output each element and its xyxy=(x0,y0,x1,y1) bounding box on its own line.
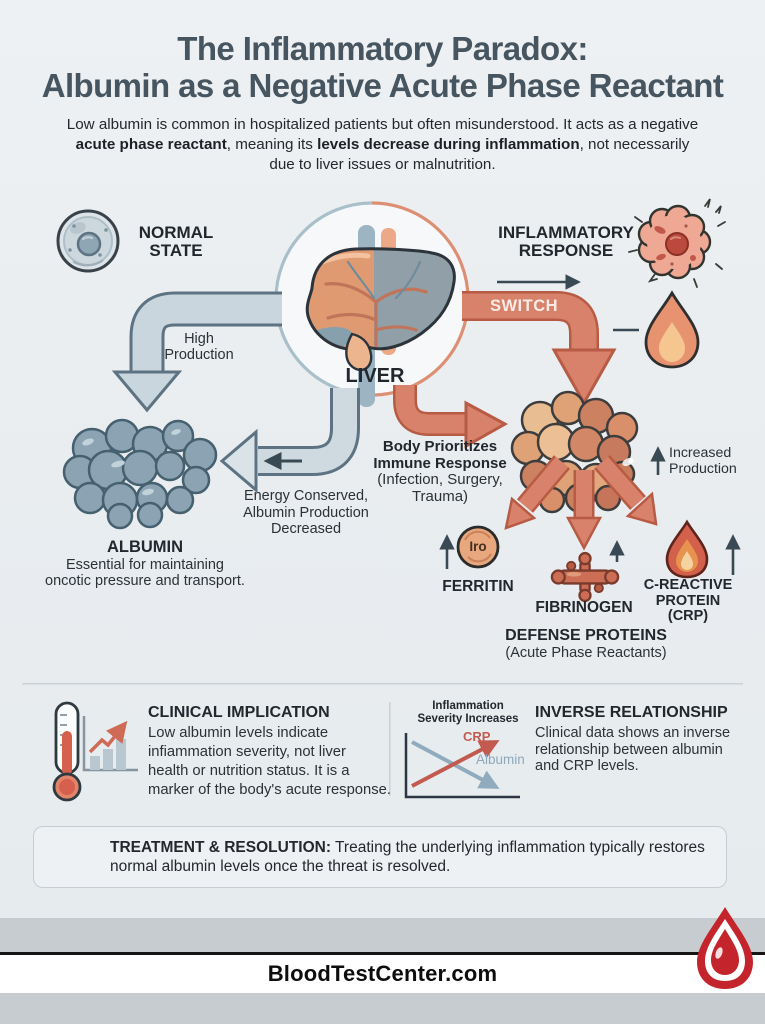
fibrinogen-icon xyxy=(550,551,620,603)
albumin-molecule-icon xyxy=(62,418,218,530)
ferritin-label: FERRITIN xyxy=(442,578,514,595)
albumin-line-label: Albumin xyxy=(476,752,525,767)
intro-text: Low albumin is common in hospitalized pa… xyxy=(66,116,699,173)
treatment-title: TREATMENT & RESOLUTION: xyxy=(110,839,332,856)
flame-icon xyxy=(644,290,700,369)
bar-chart-icon xyxy=(82,716,138,772)
normal-production-arrow xyxy=(111,291,282,413)
clinical-implication-body: Low albumin levels indicate infiammation… xyxy=(148,725,391,798)
increased-production-label: Increased Production xyxy=(669,445,737,477)
body-prioritizes-arrow xyxy=(393,385,509,449)
page-title: The Inflammatory Paradox: Albumin as a N… xyxy=(0,30,765,104)
defense-fanout-arrows xyxy=(504,455,658,551)
high-production-label: High Production xyxy=(164,331,234,363)
clinical-implication-title: CLINICAL IMPLICATION xyxy=(148,704,330,721)
albumin-label: ALBUMIN xyxy=(106,538,184,556)
section-divider xyxy=(22,683,743,685)
inverse-relationship-title: INVERSE RELATIONSHIP xyxy=(535,704,728,721)
defense-proteins-sub: (Acute Phase Reactants) xyxy=(505,645,667,661)
iron-circle-icon xyxy=(456,525,500,569)
thermometer-icon xyxy=(52,701,82,802)
treatment-banner xyxy=(33,826,727,888)
liver-label: LIVER xyxy=(345,365,405,387)
crp-label: C-REACTIVE PROTEIN (CRP) xyxy=(643,577,733,624)
footer-band-top xyxy=(0,918,765,955)
energy-conserved-label: Energy Conserved, Albumin Production Dec… xyxy=(243,488,369,537)
switch-label: SWITCH xyxy=(489,297,559,315)
body-prioritizes-label: Body Prioritizes Immune Response (Infect… xyxy=(373,438,507,505)
iron-label: Iro xyxy=(469,539,487,554)
footer-white-band: BloodTestCenter.com xyxy=(0,952,765,996)
liver-icon xyxy=(305,225,456,407)
footer-band-bottom xyxy=(0,993,765,1024)
inverse-chart xyxy=(404,733,520,799)
albumin-description: Essential for maintaining oncotic pressu… xyxy=(45,557,245,589)
inflamed-cell-icon xyxy=(628,198,726,288)
page-title-line1: The Inflammatory Paradox: xyxy=(177,30,588,67)
inverse-relationship-body: Clinical data shows an inverse relations… xyxy=(535,725,731,774)
cell-icon xyxy=(56,209,120,273)
fibrinogen-label: FIBRINOGEN xyxy=(535,599,633,616)
defense-proteins-label: DEFENSE PROTEINS xyxy=(505,627,667,644)
footer-site-name: BloodTestCenter.com xyxy=(267,961,498,986)
crp-line-label: CRP xyxy=(463,729,491,744)
normal-state-label: NORMAL STATE xyxy=(138,223,214,260)
page-title-line2: Albumin as a Negative Acute Phase Reacta… xyxy=(41,67,724,104)
panel-divider xyxy=(389,702,391,796)
increase-arrows xyxy=(439,446,741,575)
inverse-chart-title: Inflammation Severity Increases xyxy=(417,700,519,725)
inflammatory-response-label: INFLAMMATORY RESPONSE xyxy=(498,223,634,260)
blood-drop-icon xyxy=(697,907,753,989)
treatment-text: TREATMENT & RESOLUTION: Treating the und… xyxy=(110,839,705,875)
crp-trend-line xyxy=(411,740,500,788)
gallbladder-icon xyxy=(345,332,373,372)
crp-flame-icon xyxy=(665,519,709,579)
switch-arrow xyxy=(462,291,617,407)
energy-conserved-arrow xyxy=(219,388,360,494)
